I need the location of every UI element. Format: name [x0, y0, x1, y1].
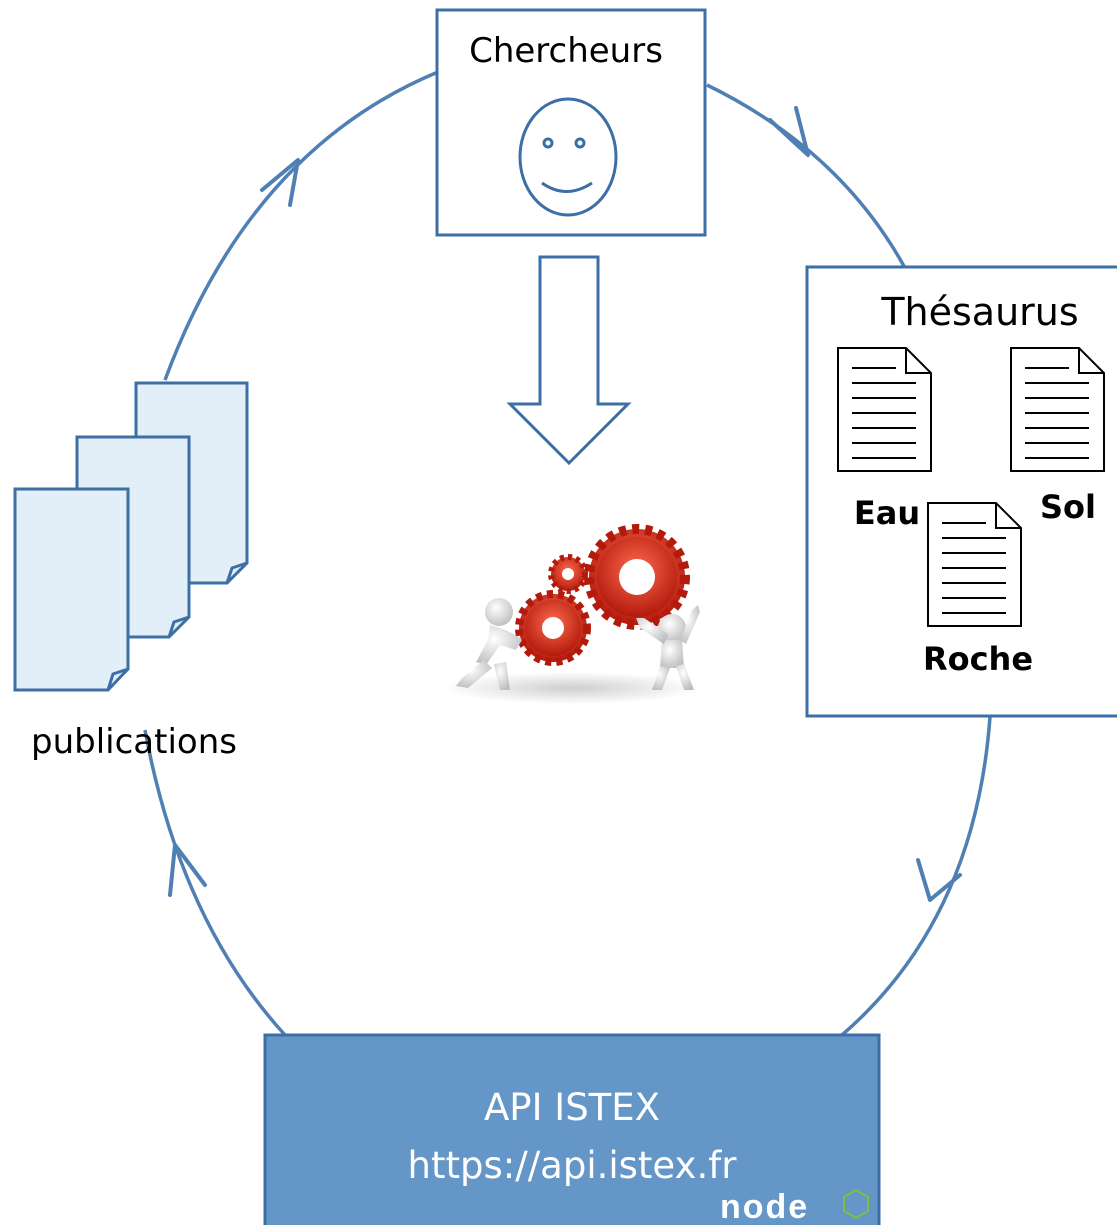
publications-label: publications [31, 722, 237, 762]
arc-publications-to-researchers [163, 70, 439, 381]
publications-stack [13, 381, 249, 692]
down-arrow-icon [506, 255, 632, 466]
api-url: https://api.istex.fr [408, 1144, 738, 1187]
arrowhead-right-top [768, 106, 810, 157]
large-gear-icon [584, 524, 690, 630]
arrowhead-left-top [260, 158, 300, 207]
arrowhead-left-bottom [168, 843, 207, 897]
document-eau-icon [837, 347, 932, 472]
figure-pushing-icon [456, 598, 522, 690]
nodejs-logo-text: node [720, 1188, 809, 1225]
researchers-box: Chercheurs [435, 8, 707, 237]
thesaurus-title: Thésaurus [880, 290, 1078, 334]
api-box: API ISTEX https://api.istex.fr node [263, 1033, 881, 1225]
cycle-arcs [143, 70, 992, 1037]
arc-api-to-publications [143, 729, 287, 1037]
cycle-arrowheads [168, 106, 962, 902]
document-sol-label: Sol [1040, 488, 1096, 526]
arc-researchers-to-thesaurus [706, 83, 907, 269]
arrowhead-right-bottom [916, 858, 962, 902]
arc-thesaurus-to-api [840, 716, 992, 1037]
medium-gear-icon [515, 590, 591, 666]
publication-page-front-icon [13, 487, 130, 692]
researchers-title: Chercheurs [469, 31, 663, 71]
gears-workers-illustration [442, 524, 702, 704]
document-sol-icon [1010, 347, 1105, 472]
figure-lifting-icon [636, 605, 700, 690]
document-roche-label: Roche [923, 640, 1033, 678]
small-gear-icon [548, 554, 588, 594]
document-eau-label: Eau [854, 494, 920, 532]
document-roche-icon [927, 502, 1022, 627]
nodejs-logo-icon: node [720, 1188, 869, 1225]
thesaurus-box: Thésaurus Eau Sol [805, 265, 1117, 718]
api-title: API ISTEX [484, 1086, 660, 1129]
smiley-face-icon [518, 97, 618, 217]
